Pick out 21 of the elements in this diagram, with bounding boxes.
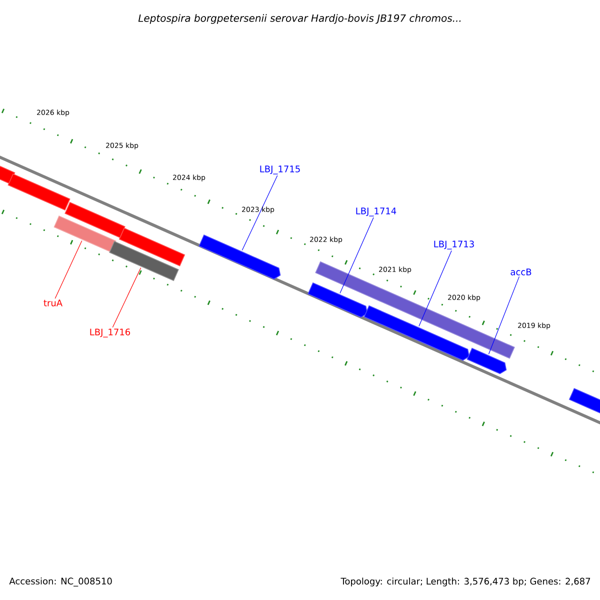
- accession-note: Accession: NC_008510: [9, 578, 112, 586]
- gene-label: LBJ_1715: [260, 166, 300, 174]
- gene-bar: [466, 348, 507, 374]
- gene-bar: [109, 240, 179, 282]
- gene-label: LBJ_1716: [90, 328, 130, 338]
- gene-label: LBJ_1713: [434, 240, 474, 250]
- gene-bar: [364, 305, 470, 361]
- genome-note: Topology: circular; Length: 3,576,473 bp; Genes: 2,687: [340, 578, 590, 586]
- gene-bar: [308, 282, 368, 318]
- leader-line: [340, 217, 374, 294]
- leader-line: [418, 250, 452, 326]
- gene-label: truA: [44, 300, 62, 306]
- gene-bar: [0, 166, 16, 184]
- leader-line: [54, 240, 82, 299]
- leader-line: [488, 276, 520, 354]
- gene-label: accB: [510, 268, 532, 276]
- leader-line: [242, 175, 278, 251]
- gene-bar: [118, 228, 186, 266]
- leader-line: [112, 267, 142, 328]
- gene-label: LBJ_1714: [356, 208, 396, 216]
- title: Leptospira borgpetersenii serovar Hardjo-bovis JB197 chromos...: [138, 14, 461, 24]
